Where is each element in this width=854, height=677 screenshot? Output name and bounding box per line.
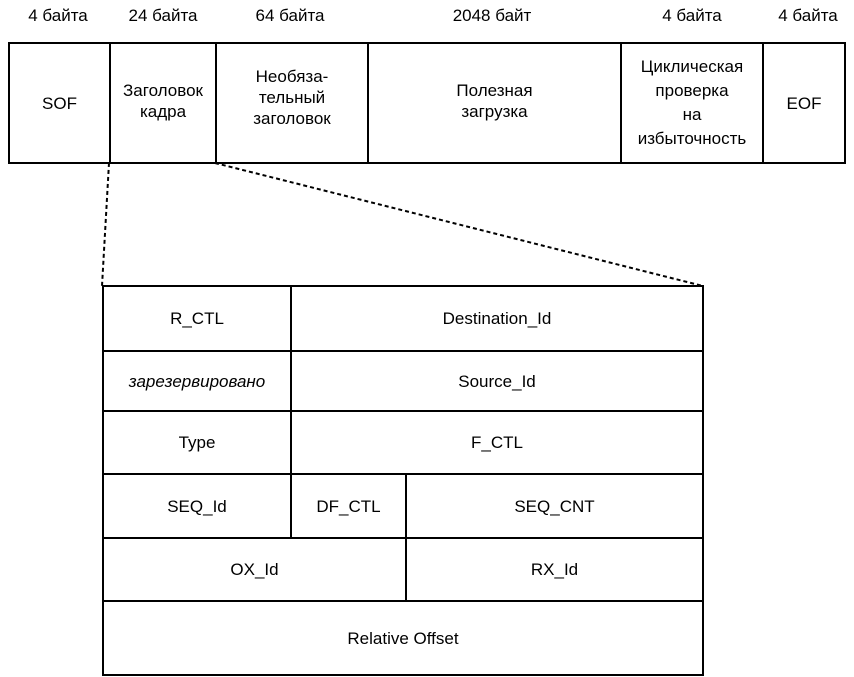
size-label-eof: 4 байта <box>778 6 838 25</box>
field-crc: Циклическая проверка на избыточность <box>620 42 764 164</box>
size-label-optional-header: 64 байта <box>255 6 325 25</box>
field-eof: EOF <box>762 42 846 164</box>
cell-r-ctl: R_CTL <box>102 285 292 352</box>
cell-seq-id: SEQ_Id <box>102 473 292 539</box>
cell-df-ctl: DF_CTL <box>290 473 407 539</box>
cell-seq-cnt: SEQ_CNT <box>405 473 704 539</box>
size-label-header: 24 байта <box>128 6 198 25</box>
cell-rx-id: RX_Id <box>405 537 704 602</box>
cell-source-id: Source_Id <box>290 350 704 412</box>
cell-destination-id: Destination_Id <box>290 285 704 352</box>
size-label-crc: 4 байта <box>662 6 722 25</box>
cell-relative-offset: Relative Offset <box>102 600 704 676</box>
cell-type: Type <box>102 410 292 475</box>
cell-ox-id: OX_Id <box>102 537 407 602</box>
dashed-line-left <box>101 162 110 287</box>
cell-reserved: зарезервировано <box>102 350 292 412</box>
size-label-sof: 4 байта <box>28 6 88 25</box>
dashed-line-right <box>214 162 704 287</box>
cell-f-ctl: F_CTL <box>290 410 704 475</box>
size-label-payload: 2048 байт <box>452 6 532 25</box>
